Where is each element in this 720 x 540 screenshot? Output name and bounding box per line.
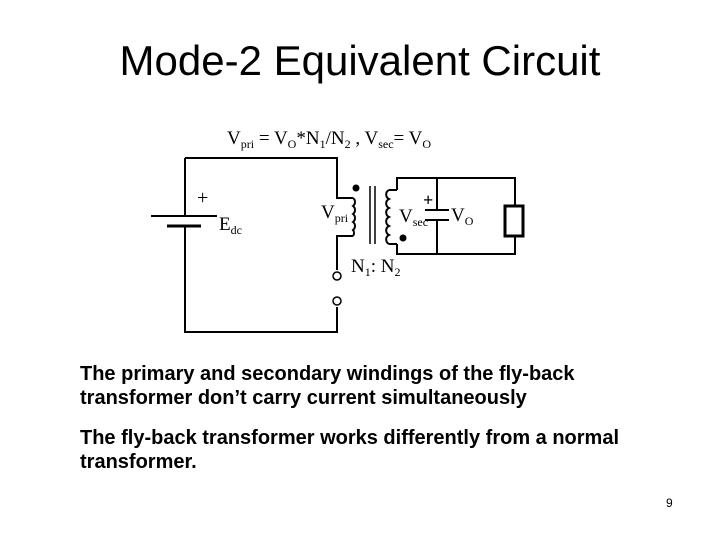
secondary-top-wire — [396, 177, 516, 206]
primary-label: Vpri — [321, 202, 349, 225]
page-number: 9 — [666, 496, 673, 510]
secondary-dot — [399, 234, 407, 242]
left-wire — [185, 157, 353, 199]
source-label: Edc — [219, 214, 242, 237]
slide-title: Mode-2 Equivalent Circuit — [119, 37, 601, 84]
source-plus: + — [197, 187, 208, 209]
left-wire-bottom — [184, 226, 338, 333]
circuit-diagram: Vpri = VO*N1/N2 , Vsec= VO + Edc — [151, 128, 525, 333]
circuit-equation: Vpri = VO*N1/N2 , Vsec= VO — [227, 128, 431, 151]
switch-terminal-top — [332, 271, 342, 281]
primary-bottom-lead — [336, 235, 353, 270]
load-resistor — [503, 204, 525, 238]
primary-dot — [352, 184, 360, 192]
turns-ratio-label: N1: N2 — [351, 256, 400, 279]
slide-body: The primary and secondary windings of th… — [80, 362, 650, 490]
paragraph-difference: The fly-back transformer works different… — [80, 427, 620, 473]
secondary-winding — [385, 189, 392, 245]
primary-winding — [351, 197, 356, 237]
secondary-bottom-wire — [396, 236, 516, 255]
output-label: VO — [451, 205, 474, 228]
capacitor-plus: + — [423, 190, 433, 210]
paragraph-windings: The primary and secondary windings of th… — [80, 363, 575, 409]
switch-terminal-bottom — [332, 296, 342, 306]
